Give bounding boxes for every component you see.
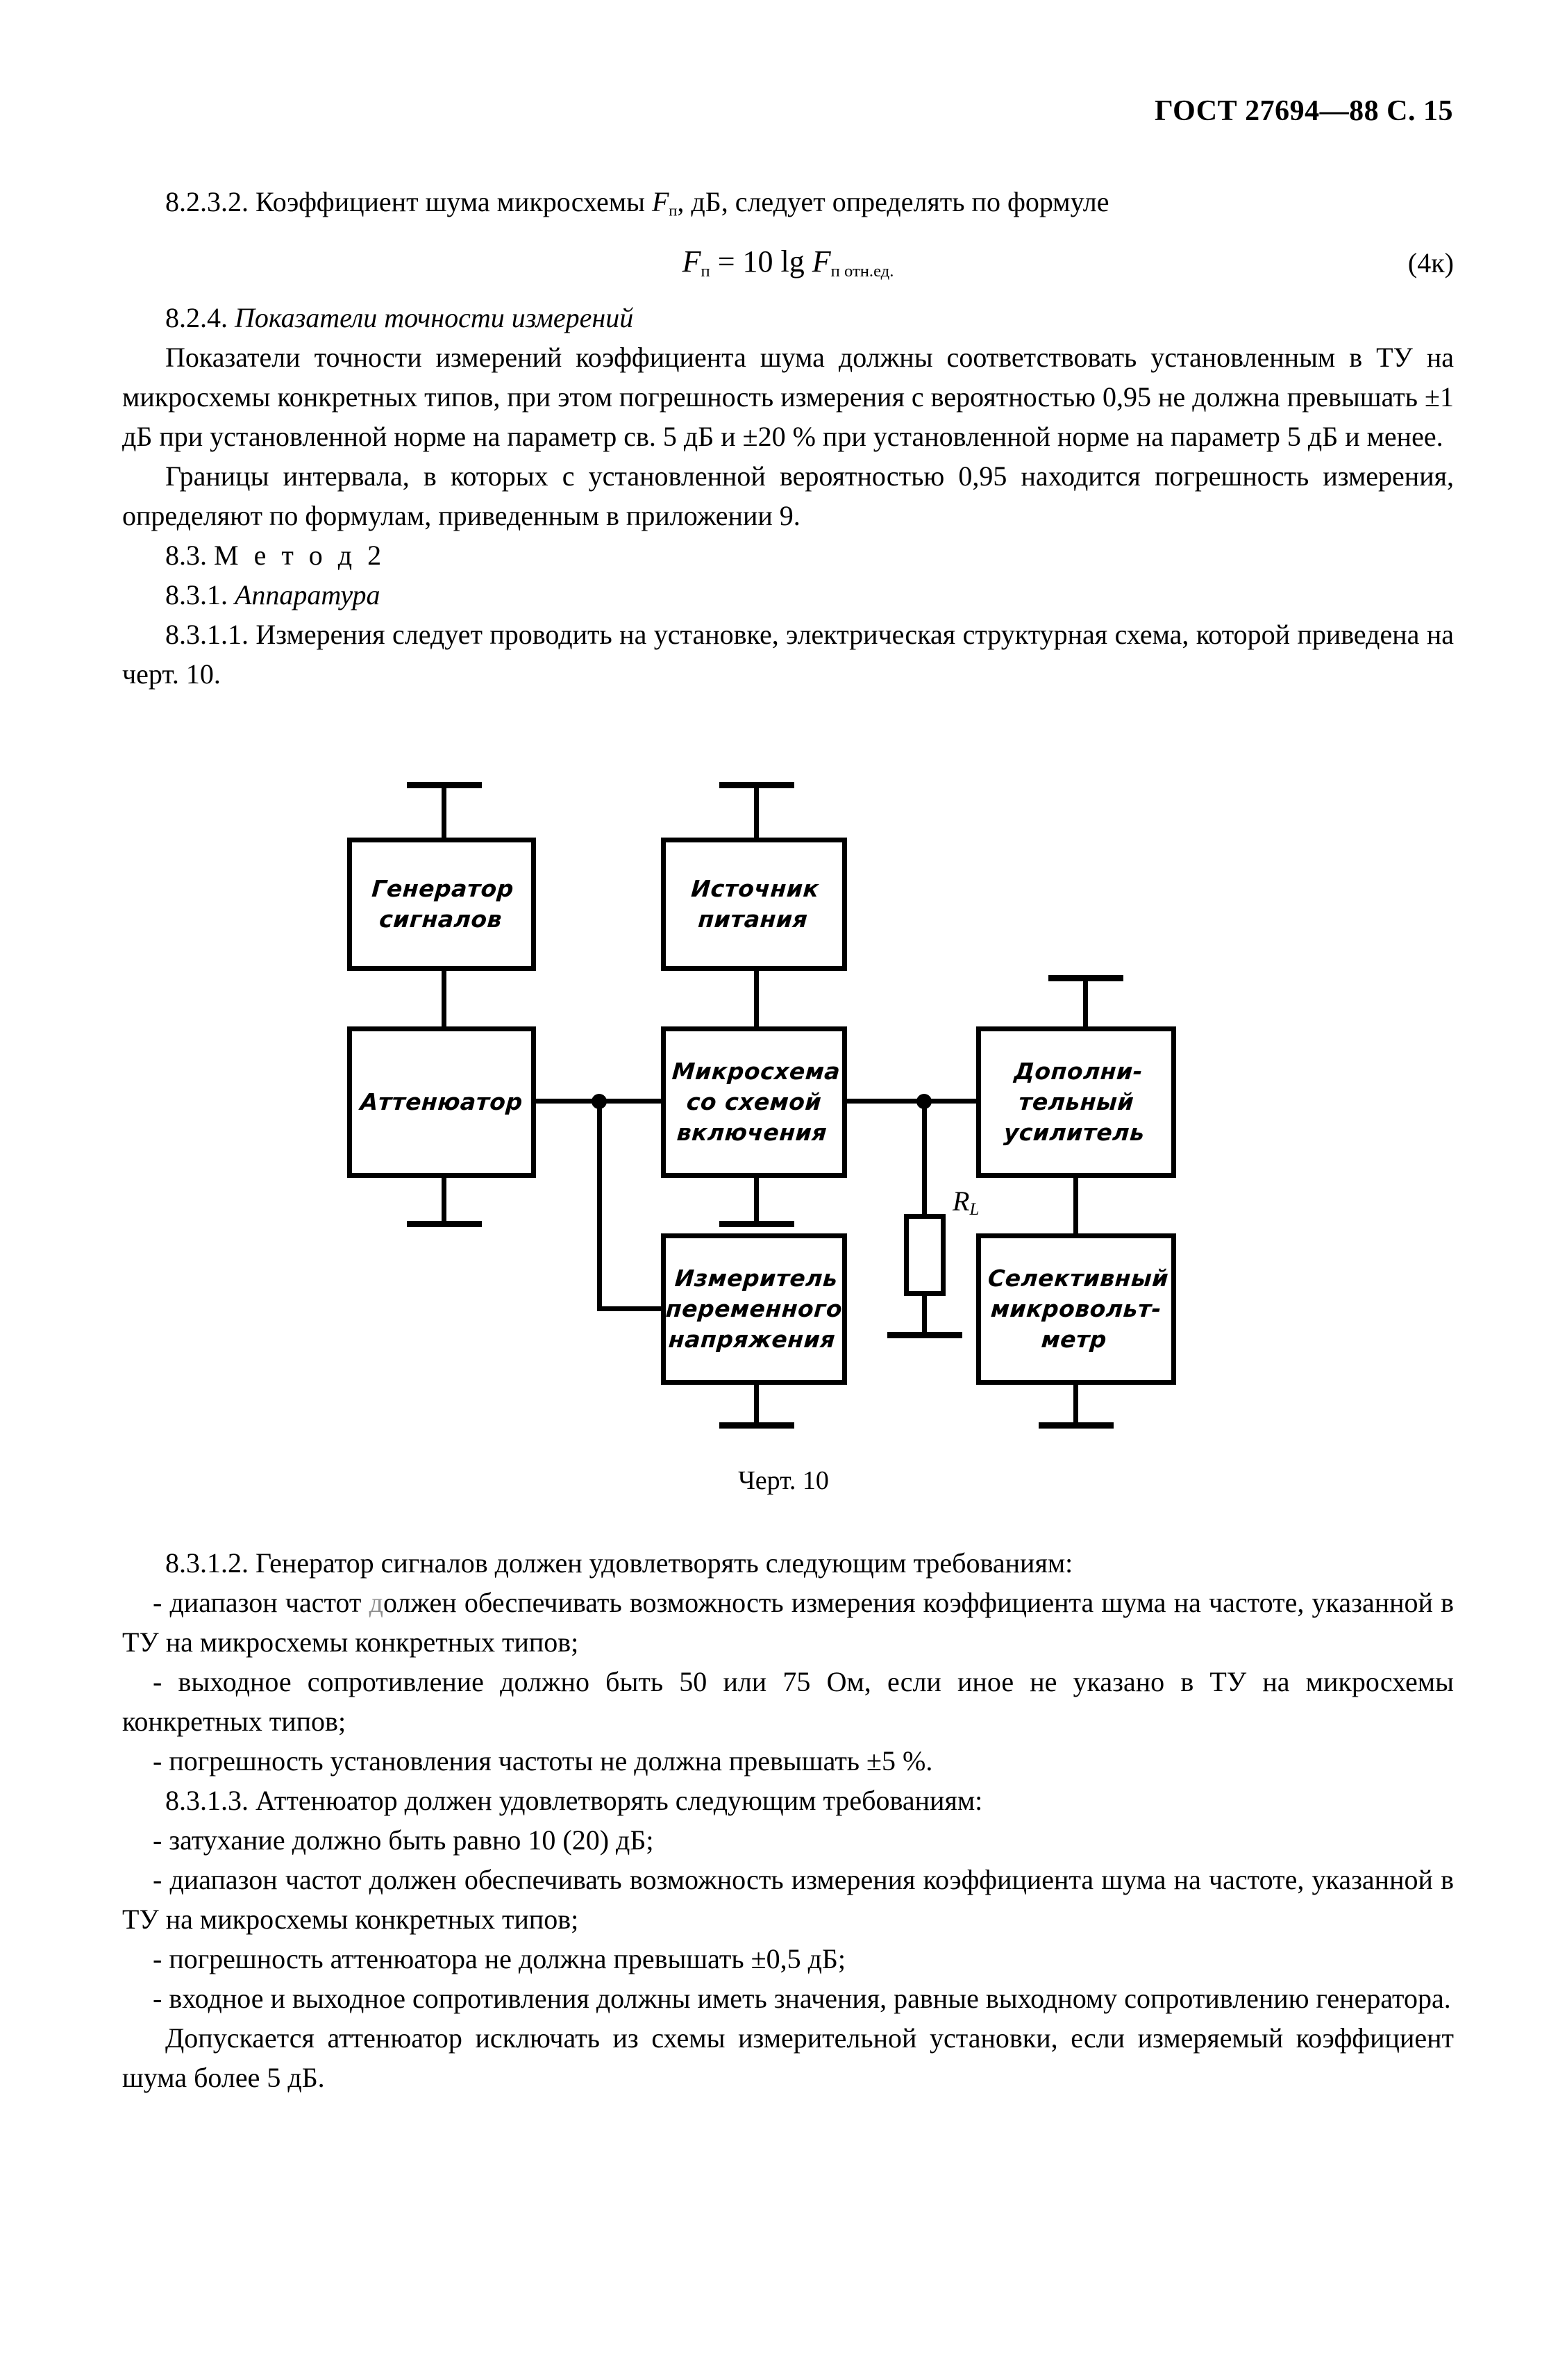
generator-top-terminal-bar bbox=[407, 782, 482, 788]
power-supply-to-ic-wire bbox=[754, 968, 759, 1028]
junction-node-b bbox=[916, 1094, 932, 1109]
formula-operator: = 10 lg bbox=[710, 244, 812, 279]
figure-chert-10: Генератор сигналов Источник питания Атте… bbox=[0, 771, 1567, 1495]
paragraph-8-3-1-2: 8.3.1.2. Генератор сигналов должен удовл… bbox=[165, 1547, 1073, 1579]
paragraph-8-3-1-3-item-c: - погрешность аттенюатора не должна прев… bbox=[153, 1943, 846, 1974]
junction-a-drop-wire bbox=[597, 1099, 602, 1311]
ic-ground-bar bbox=[719, 1221, 794, 1227]
paragraph-8-3-1-2-item-a: - диапазон частот должен обеспечивать во… bbox=[122, 1583, 1454, 1662]
formula-rhs-subscript: п отн.ед. bbox=[830, 262, 894, 281]
power-supply-top-lead bbox=[754, 785, 759, 839]
paragraph-8-2-3-2-post: , дБ, следует определять по формуле bbox=[677, 186, 1109, 217]
paragraph-8-3-1-3: 8.3.1.3. Аттенюатор должен удовлетворять… bbox=[165, 1785, 983, 1816]
formula-4k-body: Fп = 10 lg Fп отн.ед. bbox=[682, 244, 894, 281]
heading-8-3-1-apparatus: 8.3.1. Аппаратура bbox=[122, 575, 1454, 615]
load-resistor-label: RL bbox=[953, 1185, 979, 1220]
paragraph-8-3-1-2-item-c: - погрешность установления частоты не до… bbox=[153, 1745, 933, 1776]
ic-ground-lead bbox=[754, 1175, 759, 1224]
heading-8-2-4: 8.2.4. Показатели точности измерений bbox=[122, 298, 1454, 338]
load-resistor-symbol bbox=[904, 1214, 946, 1296]
microvoltmeter-ground-bar bbox=[1039, 1422, 1114, 1429]
paragraph-8-2-3-2-pre: 8.2.3.2. Коэффициент шума микросхемы bbox=[165, 186, 652, 217]
paragraph-8-3-1-3-item-a: - затухание должно быть равно 10 (20) дБ… bbox=[153, 1824, 654, 1856]
paragraph-8-2-4-interval: Границы интервала, в которых с установле… bbox=[122, 460, 1454, 532]
junction-node-a bbox=[592, 1094, 607, 1109]
noise-figure-subscript: п bbox=[669, 201, 678, 219]
extra-amplifier-top-terminal-bar bbox=[1048, 975, 1123, 981]
load-resistor-ground-lead bbox=[922, 1293, 927, 1335]
noise-figure-symbol: F bbox=[651, 186, 669, 217]
heading-8-3-1-title: Аппаратура bbox=[235, 579, 380, 611]
block-attenuator: Аттенюатор bbox=[347, 1026, 536, 1178]
item-a-pre: - диапазон частот bbox=[153, 1587, 369, 1618]
generator-to-attenuator-wire bbox=[442, 968, 446, 1028]
junction-a-to-voltmeter-wire bbox=[597, 1306, 667, 1311]
paragraph-8-3-1-1: 8.3.1.1. Измерения следует проводить на … bbox=[122, 619, 1454, 690]
ic-to-amplifier-wire bbox=[844, 1099, 980, 1104]
load-resistor-subscript: L bbox=[969, 1200, 980, 1220]
heading-8-2-4-title: Показатели точности измерений bbox=[235, 302, 634, 334]
block-ic-under-test: Микросхема со схемой включения bbox=[661, 1026, 847, 1178]
heading-8-3-number: 8.3. bbox=[165, 540, 214, 572]
formula-rhs-symbol: F bbox=[812, 244, 831, 279]
paragraph-8-3-1-3-item-b: - диапазон частот должен обеспечивать во… bbox=[122, 1864, 1454, 1935]
load-resistor-symbol-text: R bbox=[953, 1185, 970, 1217]
item-a-post: олжен обеспечивать возможность измерения… bbox=[122, 1587, 1455, 1658]
block-selective-microvoltmeter: Селективный микровольт- метр bbox=[976, 1233, 1176, 1385]
junction-b-drop-wire bbox=[922, 1099, 927, 1217]
block-selective-microvoltmeter-label: Селективный микровольт- метр bbox=[987, 1265, 1170, 1353]
paragraph-8-3-1-3-item-d: - входное и выходное сопротивления должн… bbox=[153, 1983, 1451, 2014]
block-power-supply-label: Источник питания bbox=[690, 875, 820, 933]
formula-lhs-subscript: п bbox=[701, 262, 710, 281]
heading-8-3-1-number: 8.3.1. bbox=[165, 579, 235, 611]
formula-lhs-symbol: F bbox=[682, 244, 701, 279]
block-ac-voltmeter-label: Измеритель переменного напряжения bbox=[664, 1265, 844, 1353]
text-block-lower: 8.3.1.2. Генератор сигналов должен удовл… bbox=[122, 1543, 1454, 2097]
figure-caption: Черт. 10 bbox=[738, 1466, 829, 1495]
paragraph-8-2-4-body: Показатели точности измерений коэффициен… bbox=[122, 342, 1454, 453]
extra-amplifier-top-lead bbox=[1083, 978, 1088, 1028]
power-supply-top-terminal-bar bbox=[719, 782, 794, 788]
amplifier-to-microvoltmeter-wire bbox=[1073, 1175, 1078, 1236]
microvoltmeter-ground-lead bbox=[1073, 1382, 1078, 1425]
formula-number: (4к) bbox=[1407, 247, 1454, 279]
block-diagram: Генератор сигналов Источник питания Атте… bbox=[305, 771, 1277, 1429]
block-ac-voltmeter: Измеритель переменного напряжения bbox=[661, 1233, 847, 1385]
heading-8-3-title: М е т о д 2 bbox=[214, 540, 386, 572]
block-generator: Генератор сигналов bbox=[347, 838, 536, 971]
voltmeter-ground-lead bbox=[754, 1382, 759, 1425]
paragraph-final-note: Допускается аттенюатор исключать из схем… bbox=[122, 2022, 1454, 2093]
block-attenuator-label: Аттенюатор bbox=[359, 1088, 524, 1115]
paragraph-8-3-1-2-item-b: - выходное сопротивление должно быть 50 … bbox=[122, 1666, 1454, 1737]
block-generator-label: Генератор сигналов bbox=[371, 875, 515, 933]
load-resistor-ground-bar bbox=[887, 1332, 962, 1338]
formula-4k: Fп = 10 lg Fп отн.ед. (4к) bbox=[122, 244, 1454, 288]
page-header-standard-number: ГОСТ 27694—88 С. 15 bbox=[1154, 95, 1453, 127]
attenuator-ground-bar bbox=[407, 1221, 482, 1227]
attenuator-ground-lead bbox=[442, 1175, 446, 1224]
voltmeter-ground-bar bbox=[719, 1422, 794, 1429]
generator-top-lead bbox=[442, 785, 446, 839]
block-extra-amplifier: Дополни- тельный усилитель bbox=[976, 1026, 1176, 1178]
heading-8-2-4-number: 8.2.4. bbox=[165, 302, 235, 334]
block-power-supply: Источник питания bbox=[661, 838, 847, 971]
text-block-upper: 8.2.3.2. Коэффициент шума микросхемы Fп,… bbox=[122, 182, 1454, 694]
paragraph-8-2-3-2: 8.2.3.2. Коэффициент шума микросхемы Fп,… bbox=[122, 182, 1454, 230]
heading-8-3-method-2: 8.3. М е т о д 2 bbox=[122, 535, 1454, 575]
block-ic-under-test-label: Микросхема со схемой включения bbox=[671, 1058, 841, 1146]
item-a-faded-char: д bbox=[369, 1587, 383, 1618]
block-extra-amplifier-label: Дополни- тельный усилитель bbox=[1003, 1058, 1146, 1146]
